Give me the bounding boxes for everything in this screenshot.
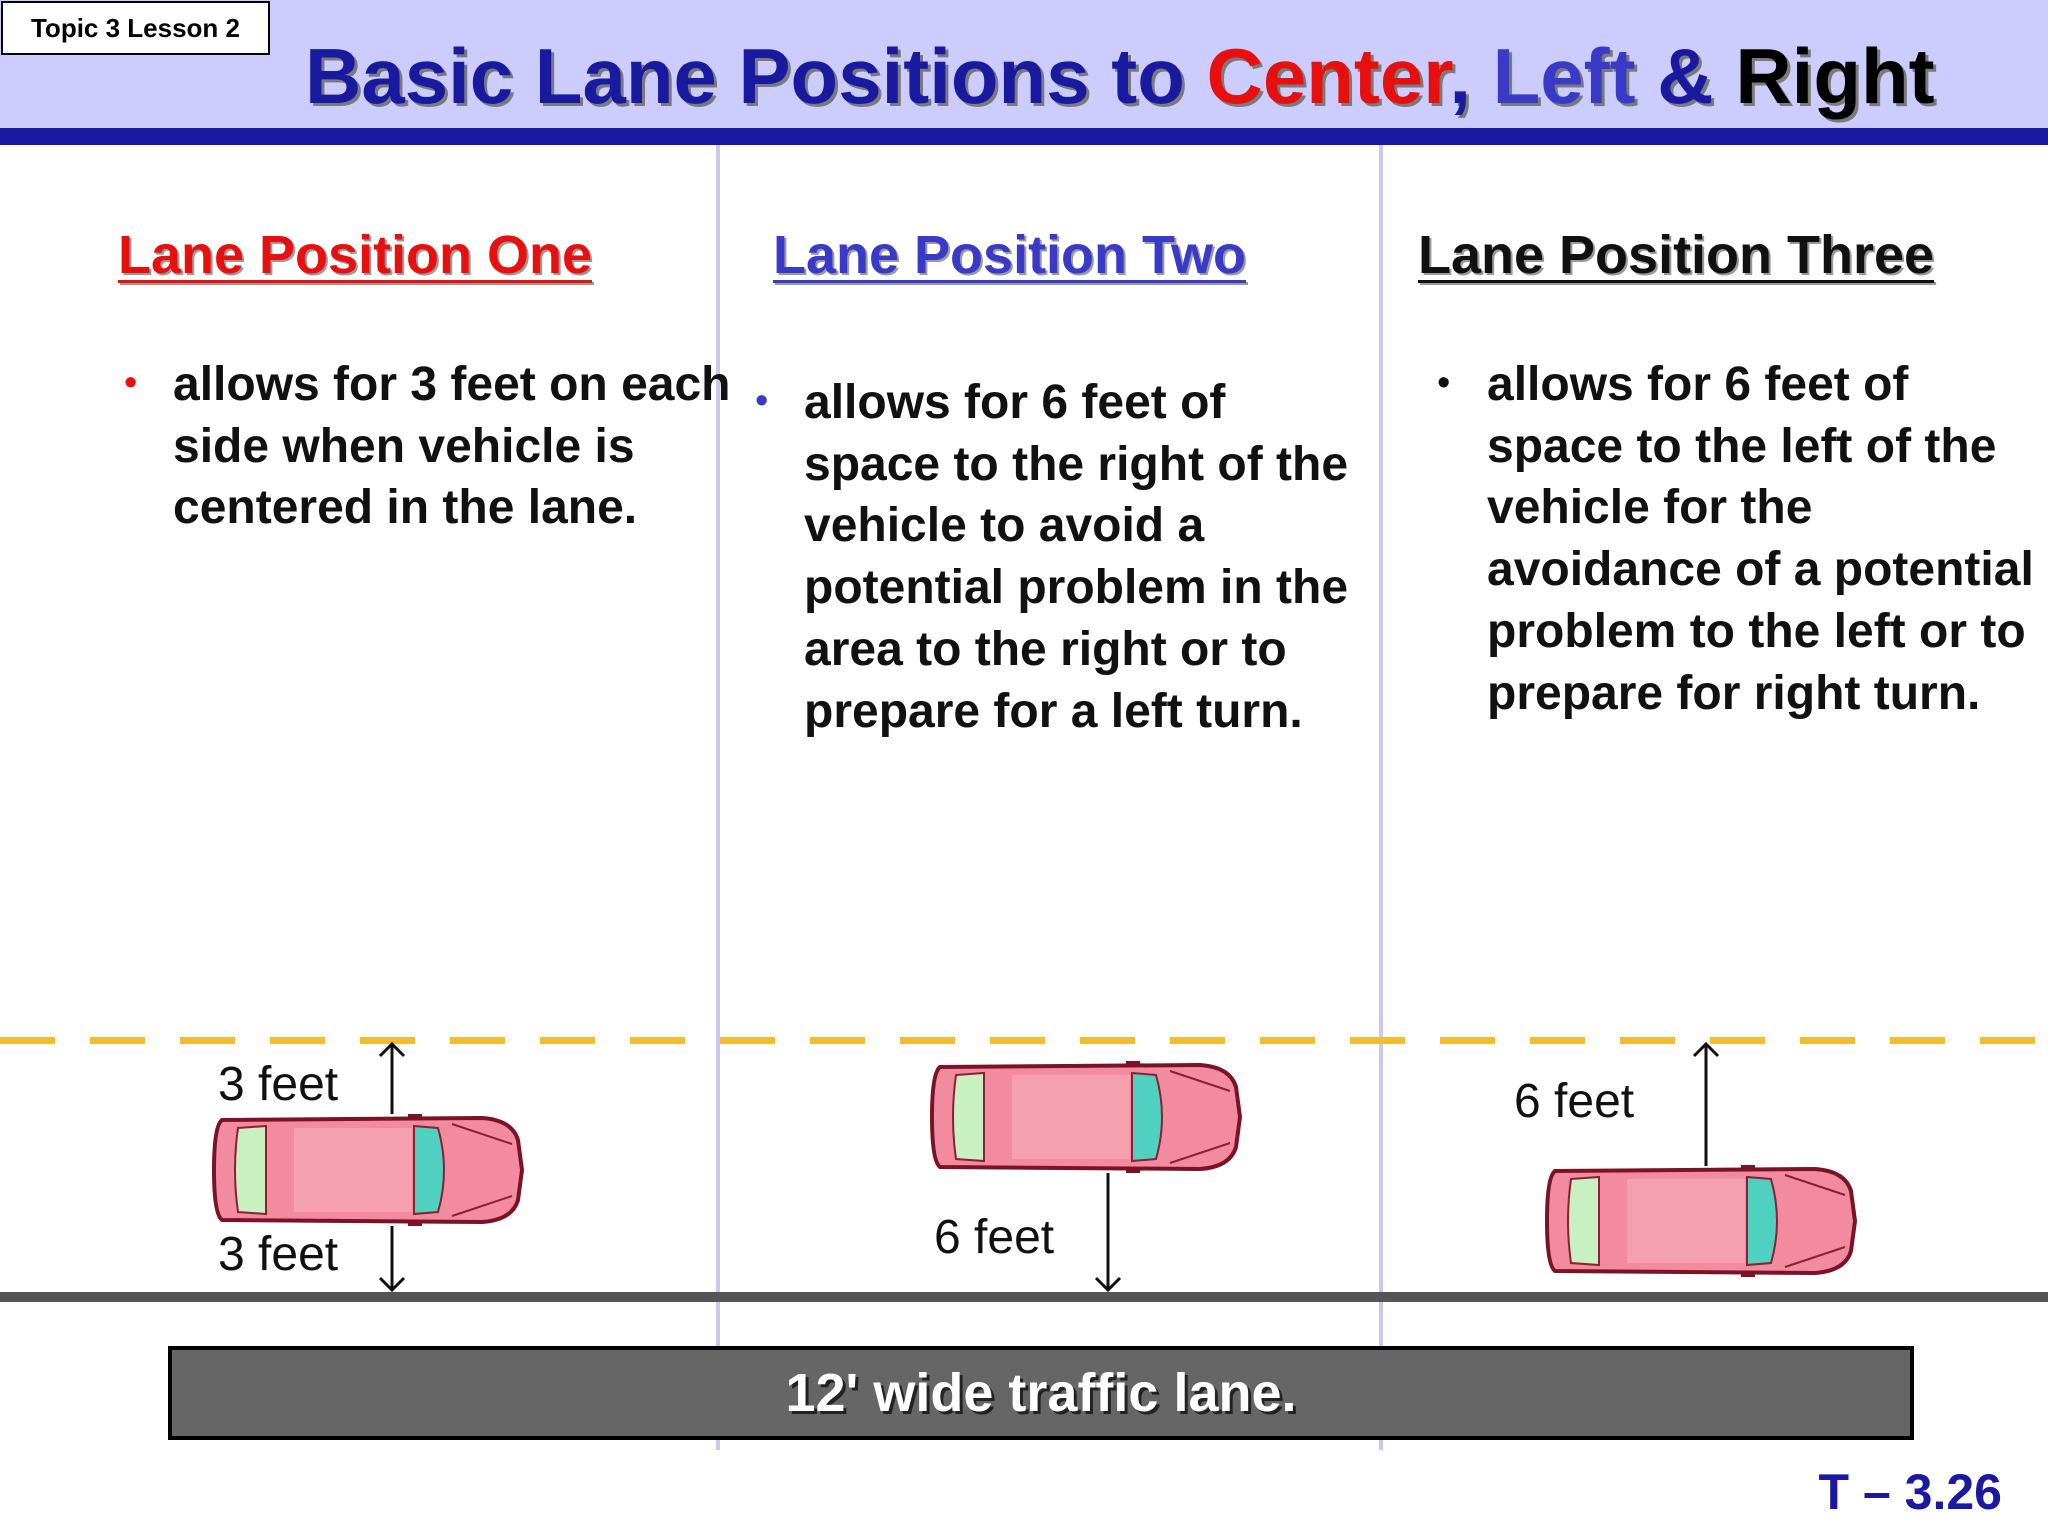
arrow-up-icon-position-one [378, 1041, 406, 1114]
title-center-word: Center [1206, 32, 1450, 120]
heading-lane-position-three: Lane Position Three [1418, 225, 1935, 285]
arrow-down-icon-position-one [378, 1226, 406, 1293]
arrow-down-icon-position-two [1094, 1173, 1122, 1293]
bullet-icon-3: • [1437, 362, 1451, 404]
label-6-feet-right: 6 feet [934, 1211, 1055, 1264]
title-part1: Basic Lane Positions to [305, 32, 1207, 120]
label-3-feet-top: 3 feet [218, 1058, 339, 1111]
column-divider-1 [716, 145, 720, 1450]
road-edge-line [0, 1292, 2048, 1302]
bullet-icon-2: • [755, 380, 769, 422]
car-icon-position-one [212, 1114, 525, 1226]
bullet-icon-1: • [124, 362, 138, 404]
arrow-up-icon-position-three [1692, 1041, 1720, 1166]
center-lane-dashed-line [0, 1037, 2048, 1044]
header-band [0, 0, 2048, 128]
topic-tag: Topic 3 Lesson 2 [1, 1, 270, 55]
title-left-word: Left [1492, 32, 1636, 120]
label-3-feet-bottom: 3 feet [218, 1228, 339, 1281]
lane-position-two-text: allows for 6 feet of space to the right … [804, 376, 1349, 738]
lane-position-one-text: allows for 3 feet on each side when vehi… [173, 358, 731, 535]
column-divider-2 [1379, 145, 1383, 1450]
label-6-feet-left: 6 feet [1514, 1075, 1635, 1128]
title-right-word: Right [1735, 32, 1935, 120]
car-icon-position-two [930, 1061, 1243, 1173]
slide-title: Basic Lane Positions to Center, Left & R… [305, 28, 2025, 124]
lane-width-bar: 12' wide traffic lane. [168, 1346, 1914, 1440]
lane-position-three-text: allows for 6 feet of space to the left o… [1487, 358, 2034, 720]
title-comma: , [1449, 32, 1493, 120]
lane-width-label: 12' wide traffic lane. [785, 1363, 1297, 1423]
slide-number: T – 3.26 [1818, 1464, 2002, 1520]
car-icon-position-three [1545, 1165, 1858, 1277]
heading-lane-position-two: Lane Position Two [773, 225, 1247, 285]
title-ampersand: & [1635, 32, 1736, 120]
header-rule [0, 128, 2048, 145]
heading-lane-position-one: Lane Position One [118, 225, 593, 285]
